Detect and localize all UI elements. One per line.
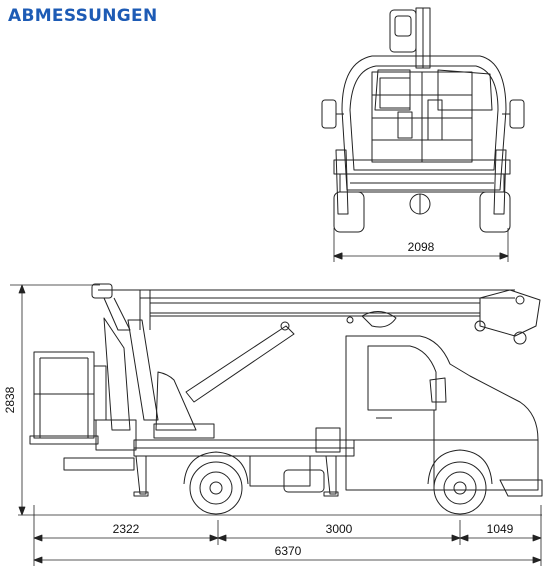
front-view	[321, 7, 525, 262]
total-length-label: 6370	[275, 544, 302, 558]
page-title: ABMESSUNGEN	[8, 6, 158, 26]
width-dimension-label: 2098	[408, 240, 435, 254]
height-dimension-label: 2838	[3, 386, 17, 413]
front-overhang-label: 1049	[487, 522, 514, 536]
wheelbase-label: 3000	[326, 522, 353, 536]
side-view	[18, 283, 543, 516]
dimension-lines	[10, 284, 542, 566]
rear-overhang-label: 2322	[113, 522, 140, 536]
